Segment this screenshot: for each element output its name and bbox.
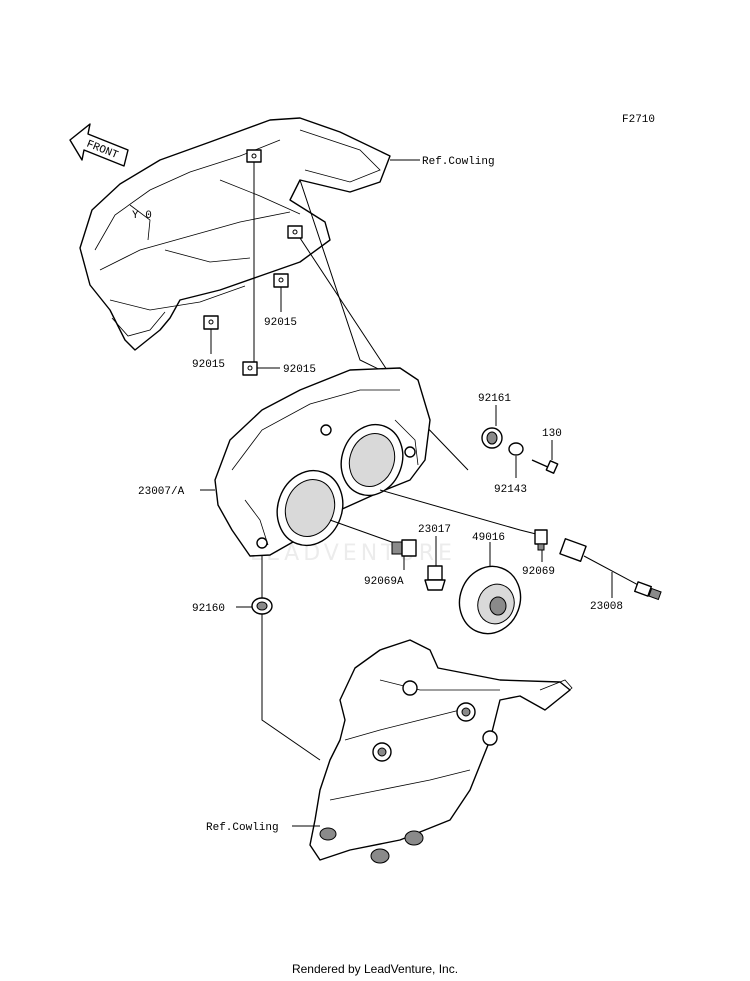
headlight-assembly <box>214 367 431 557</box>
grommet-92015-top <box>246 149 262 163</box>
figure-code: F2710 <box>622 114 655 126</box>
collar-92143 <box>508 442 524 456</box>
grommet-92015-c <box>242 361 258 376</box>
label-ref-cowling-top: Ref.Cowling <box>422 156 495 168</box>
label-92015-a: 92015 <box>264 317 297 329</box>
label-23007a: 23007/A <box>138 486 185 498</box>
label-92143: 92143 <box>494 484 527 496</box>
label-49016: 49016 <box>472 532 505 544</box>
grommet-92161 <box>481 427 503 449</box>
label-23017: 23017 <box>418 524 451 536</box>
headlight-bracket <box>309 639 573 864</box>
footer-credit: Rendered by LeadVenture, Inc. <box>291 962 459 976</box>
bulb-23017 <box>424 565 446 591</box>
bolt-130 <box>531 459 559 474</box>
label-92069a: 92069A <box>364 576 404 588</box>
grommet-92015-mid <box>287 225 303 239</box>
grommet-92160 <box>251 597 273 615</box>
label-23008: 23008 <box>590 601 623 613</box>
label-92161: 92161 <box>478 393 511 405</box>
upper-cowling: Y 0 <box>79 117 391 351</box>
front-arrow-icon: FRONT <box>69 123 129 167</box>
label-130: 130 <box>542 428 562 440</box>
bulb-92069a <box>391 539 417 557</box>
label-92160: 92160 <box>192 603 225 615</box>
socket-harness-23008 <box>559 538 662 601</box>
dust-cover-49016 <box>458 565 522 635</box>
label-92015-c: 92015 <box>283 364 316 376</box>
grommet-92015-a <box>273 273 289 288</box>
svg-text:Y 0: Y 0 <box>132 210 152 222</box>
label-92015-b: 92015 <box>192 359 225 371</box>
grommet-92015-b <box>203 315 219 330</box>
bulb-92069 <box>534 529 548 551</box>
label-92069: 92069 <box>522 566 555 578</box>
label-ref-cowling-bottom: Ref.Cowling <box>206 822 279 834</box>
